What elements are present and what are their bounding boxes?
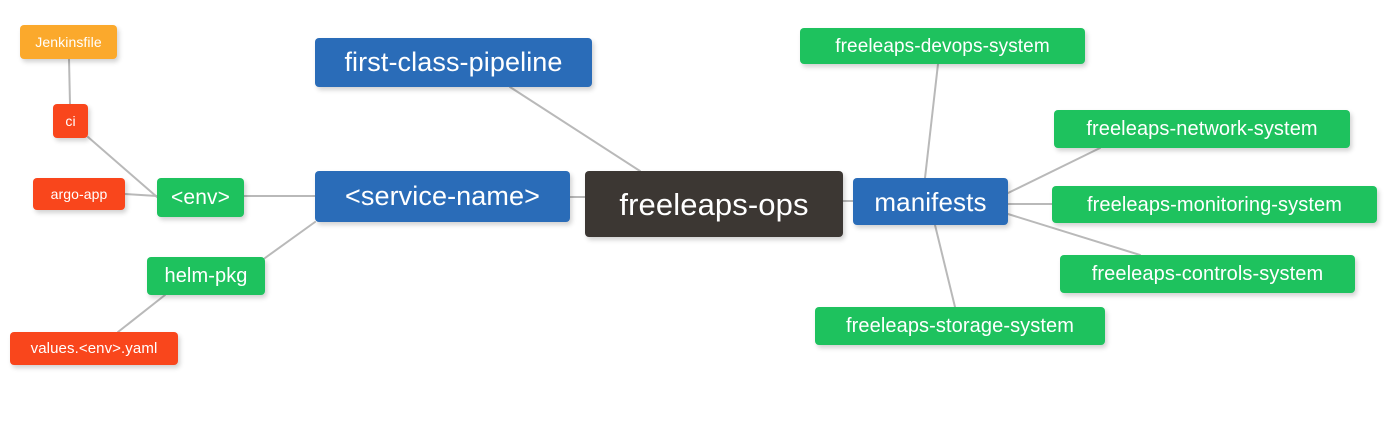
node-jenkinsfile[interactable]: Jenkinsfile: [20, 25, 117, 59]
edge-service-name-to-helm-pkg: [264, 221, 316, 259]
node-label: freeleaps-ops: [619, 186, 809, 222]
node-argo-app[interactable]: argo-app: [33, 178, 125, 210]
node-label: Jenkinsfile: [35, 34, 102, 50]
node-freeleaps-ops[interactable]: freeleaps-ops: [585, 171, 843, 237]
node-service-name[interactable]: <service-name>: [315, 171, 570, 222]
node-label: freeleaps-storage-system: [845, 315, 1075, 337]
node-label: freeleaps-monitoring-system: [1086, 193, 1342, 216]
node-label: ci: [65, 113, 76, 129]
node-helm-pkg[interactable]: helm-pkg: [147, 257, 265, 295]
node-label: <service-name>: [345, 181, 540, 211]
node-freeleaps-storage-system[interactable]: freeleaps-storage-system: [815, 307, 1105, 345]
node-label: values.<env>.yaml: [30, 340, 158, 357]
edge-helm-pkg-to-values-yaml: [117, 294, 166, 333]
node-label: freeleaps-devops-system: [835, 35, 1050, 57]
node-freeleaps-network-system[interactable]: freeleaps-network-system: [1054, 110, 1350, 148]
node-label: helm-pkg: [164, 265, 248, 287]
node-freeleaps-devops-system[interactable]: freeleaps-devops-system: [800, 28, 1085, 64]
node-label: manifests: [874, 186, 987, 217]
node-manifests[interactable]: manifests: [853, 178, 1008, 225]
node-label: argo-app: [50, 186, 108, 202]
node-first-class-pipeline[interactable]: first-class-pipeline: [315, 38, 592, 87]
node-label: freeleaps-network-system: [1086, 118, 1318, 140]
node-freeleaps-controls-system[interactable]: freeleaps-controls-system: [1060, 255, 1355, 293]
edge-freeleaps-devops-system-to-manifests: [924, 63, 939, 179]
edge-argo-app-to-env: [124, 193, 158, 197]
node-ci[interactable]: ci: [53, 104, 88, 138]
edge-first-class-pipeline-to-freeleaps-ops: [509, 86, 641, 172]
edge-manifests-to-freeleaps-storage-system: [934, 224, 956, 308]
node-label: first-class-pipeline: [344, 47, 563, 77]
node-label: freeleaps-controls-system: [1091, 263, 1324, 285]
node-freeleaps-monitoring-system[interactable]: freeleaps-monitoring-system: [1052, 186, 1377, 223]
node-values-yaml[interactable]: values.<env>.yaml: [10, 332, 178, 365]
node-label: <env>: [171, 186, 230, 209]
node-env[interactable]: <env>: [157, 178, 244, 217]
edge-jenkinsfile-to-ci: [68, 58, 71, 105]
